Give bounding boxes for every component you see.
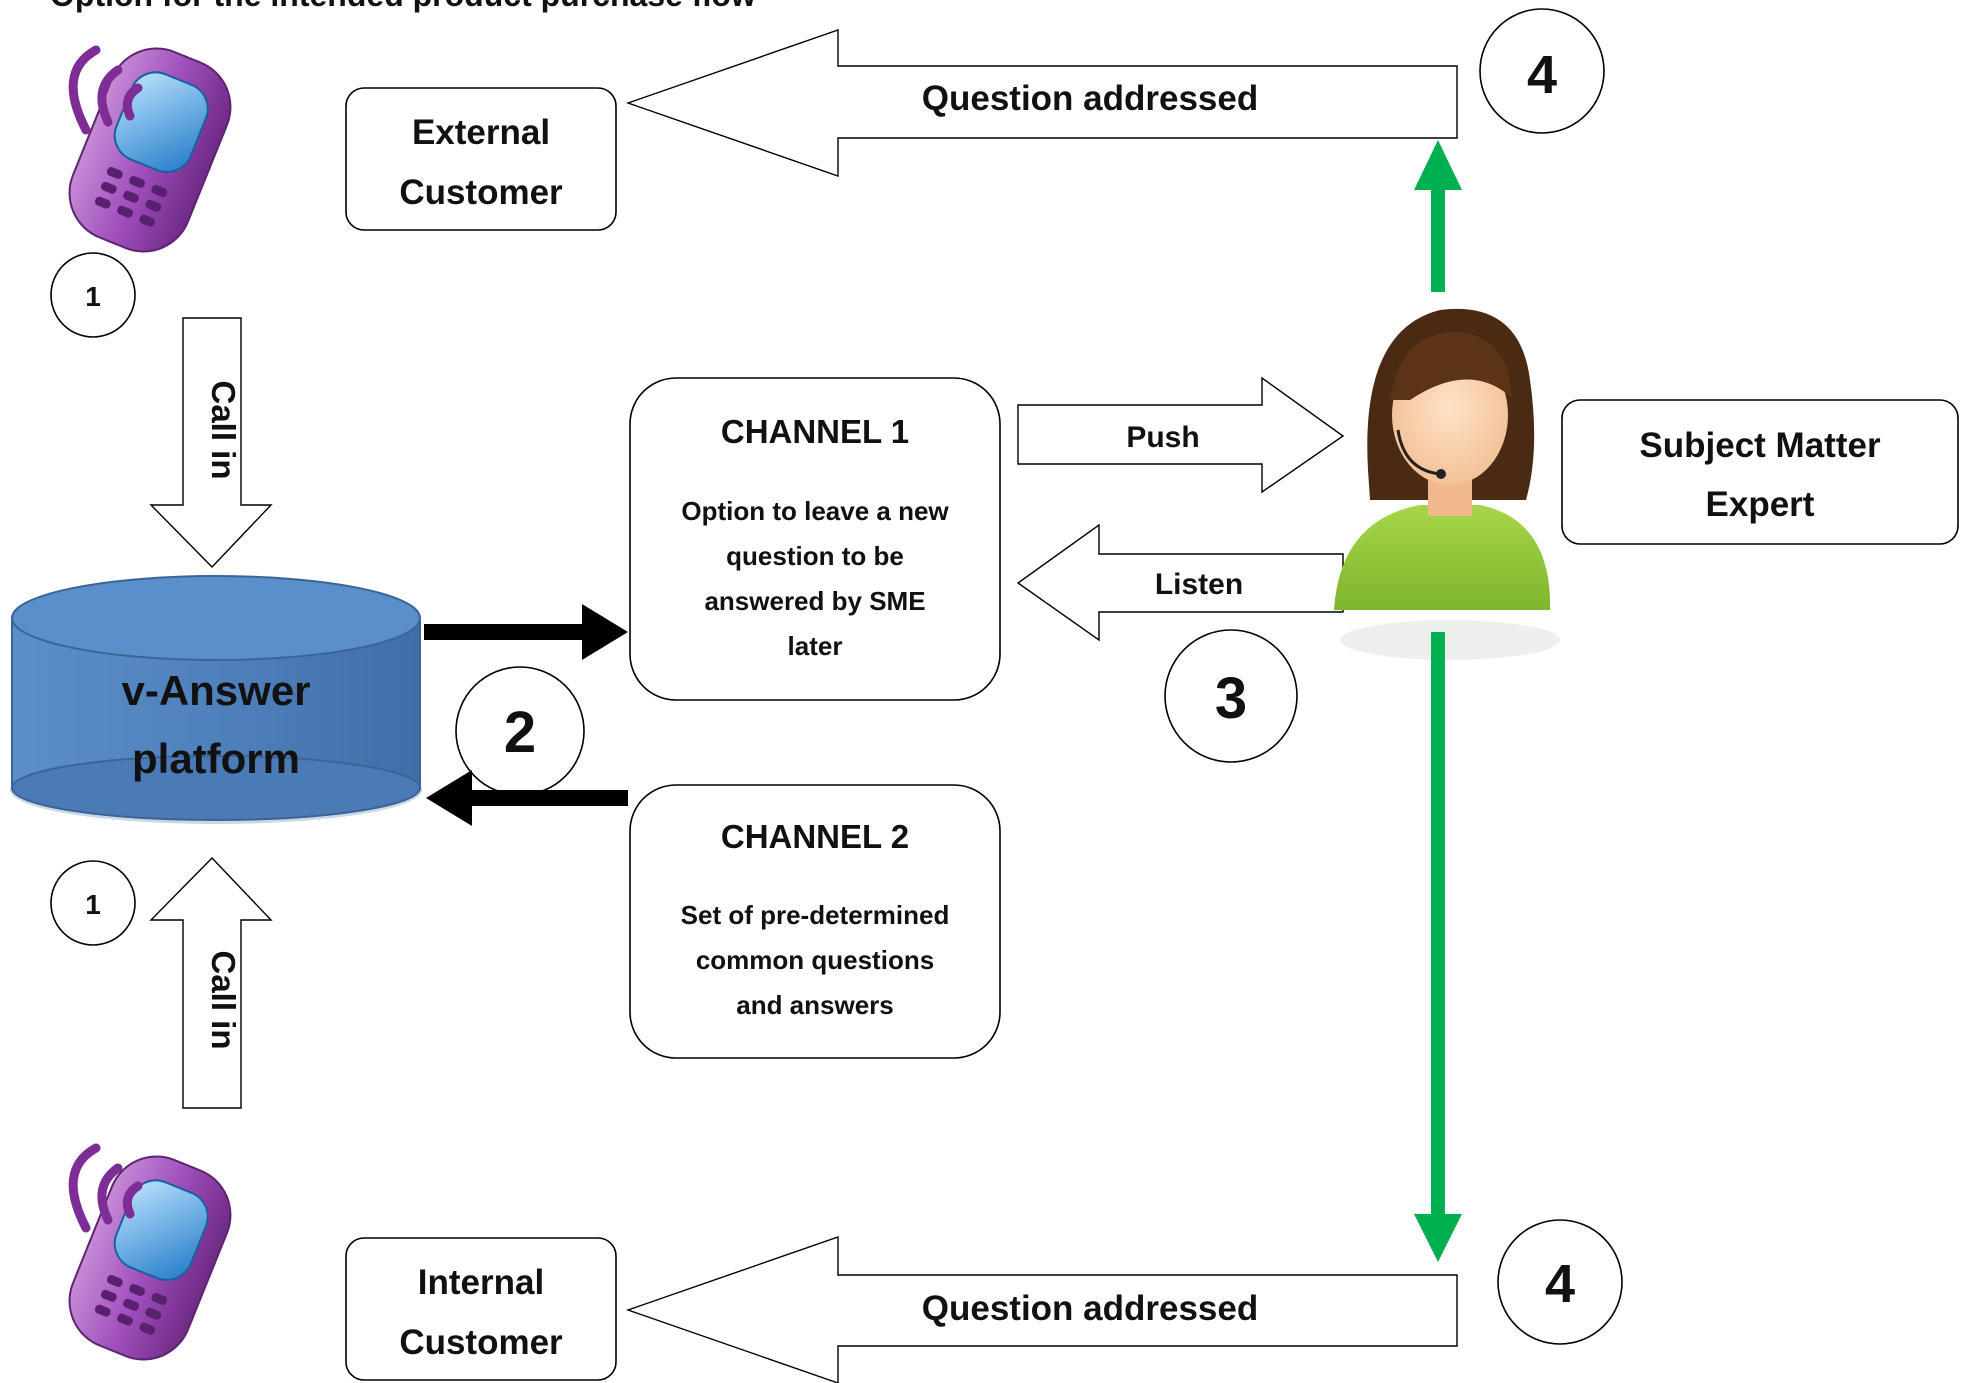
channel2-line2: common questions <box>696 945 934 975</box>
expert-person-icon <box>1334 308 1560 660</box>
question-addressed-arrow-bottom <box>625 1236 1458 1383</box>
green-arrow-up <box>1414 140 1462 292</box>
channel2-box <box>629 784 1001 1059</box>
external-customer-box <box>345 87 617 231</box>
internal-customer-box <box>345 1237 617 1381</box>
step-1-label-top: 1 <box>85 281 101 312</box>
push-arrow <box>1017 376 1345 494</box>
question-addressed-label-top: Question addressed <box>922 79 1258 118</box>
sme-line1: Subject Matter <box>1639 426 1881 465</box>
platform-label-line1: v-Answer <box>121 667 310 714</box>
question-addressed-label-bottom: Question addressed <box>922 1289 1258 1328</box>
channel1-title: CHANNEL 1 <box>721 413 909 450</box>
internal-customer-line1: Internal <box>418 1263 544 1302</box>
push-label: Push <box>1126 421 1199 454</box>
arrow-channel2-to-platform <box>426 770 628 826</box>
listen-arrow <box>1016 523 1344 642</box>
sme-box <box>1561 399 1959 545</box>
internal-customer-line2: Customer <box>399 1323 563 1362</box>
call-in-arrow-down <box>149 317 273 569</box>
signal-waves-icon-external <box>68 45 143 135</box>
call-in-label-top: Call in <box>205 380 242 479</box>
channel1-box <box>629 377 1001 701</box>
step-3-label: 3 <box>1215 666 1247 731</box>
signal-waves-icon-internal <box>68 1143 143 1233</box>
step-4-label-top: 4 <box>1527 45 1557 105</box>
platform-cylinder <box>10 575 422 824</box>
step-1-badge-bottom <box>50 860 136 946</box>
green-arrow-down <box>1414 632 1462 1262</box>
channel2-line1: Set of pre-determined <box>681 900 950 930</box>
step-4-badge-bottom <box>1497 1219 1623 1345</box>
question-addressed-arrow-top <box>625 29 1458 177</box>
external-customer-line2: Customer <box>399 173 563 212</box>
channel1-line4: later <box>788 631 843 661</box>
step-4-badge-top <box>1479 8 1605 134</box>
call-in-arrow-up <box>149 856 273 1109</box>
platform-label-line2: platform <box>132 735 300 782</box>
channel1-line1: Option to leave a new <box>681 496 949 526</box>
channel2-line3: and answers <box>736 990 894 1020</box>
call-in-label-bottom: Call in <box>205 950 242 1049</box>
step-2-label: 2 <box>504 700 536 765</box>
channel1-line3: answered by SME <box>704 586 925 616</box>
step-1-label-bottom: 1 <box>85 889 101 920</box>
step-3-badge <box>1164 629 1298 763</box>
step-1-badge-top <box>50 252 136 338</box>
sme-line2: Expert <box>1706 485 1815 524</box>
arrow-platform-to-channel1 <box>424 604 628 660</box>
header-fragment: Option for the intended product purchase… <box>50 0 756 13</box>
channel2-title: CHANNEL 2 <box>721 818 909 855</box>
step-4-label-bottom: 4 <box>1545 1254 1575 1314</box>
phone-icon-external <box>68 47 232 253</box>
channel1-line2: question to be <box>726 541 904 571</box>
external-customer-line1: External <box>412 113 550 152</box>
listen-label: Listen <box>1155 568 1243 601</box>
phone-icon-internal <box>68 1155 232 1361</box>
